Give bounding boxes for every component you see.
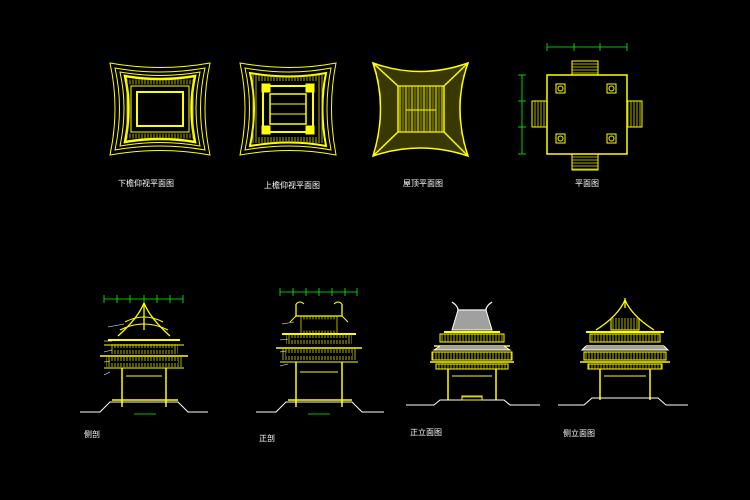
side-elevation (558, 298, 688, 406)
front-elevation-title: 正立面图 (410, 428, 442, 437)
upper-eave-plan (239, 62, 337, 156)
upper-eave-plan-title: 上檐仰视平面图 (264, 181, 320, 190)
side-section-title: 侧剖 (84, 430, 100, 439)
front-elevation (406, 301, 540, 406)
side-elevation-title: 侧立面图 (563, 429, 595, 438)
lower-eave-plan-title: 下檐仰视平面图 (118, 179, 174, 188)
lower-eave-plan (109, 62, 211, 156)
front-section (256, 288, 384, 415)
roof-plan (371, 61, 470, 158)
roof-plan-title: 屋顶平面图 (403, 179, 443, 188)
floor-plan-title: 平面图 (575, 179, 599, 188)
front-section-title: 正剖 (259, 434, 275, 443)
side-section (80, 295, 208, 415)
floor-plan (518, 43, 643, 171)
